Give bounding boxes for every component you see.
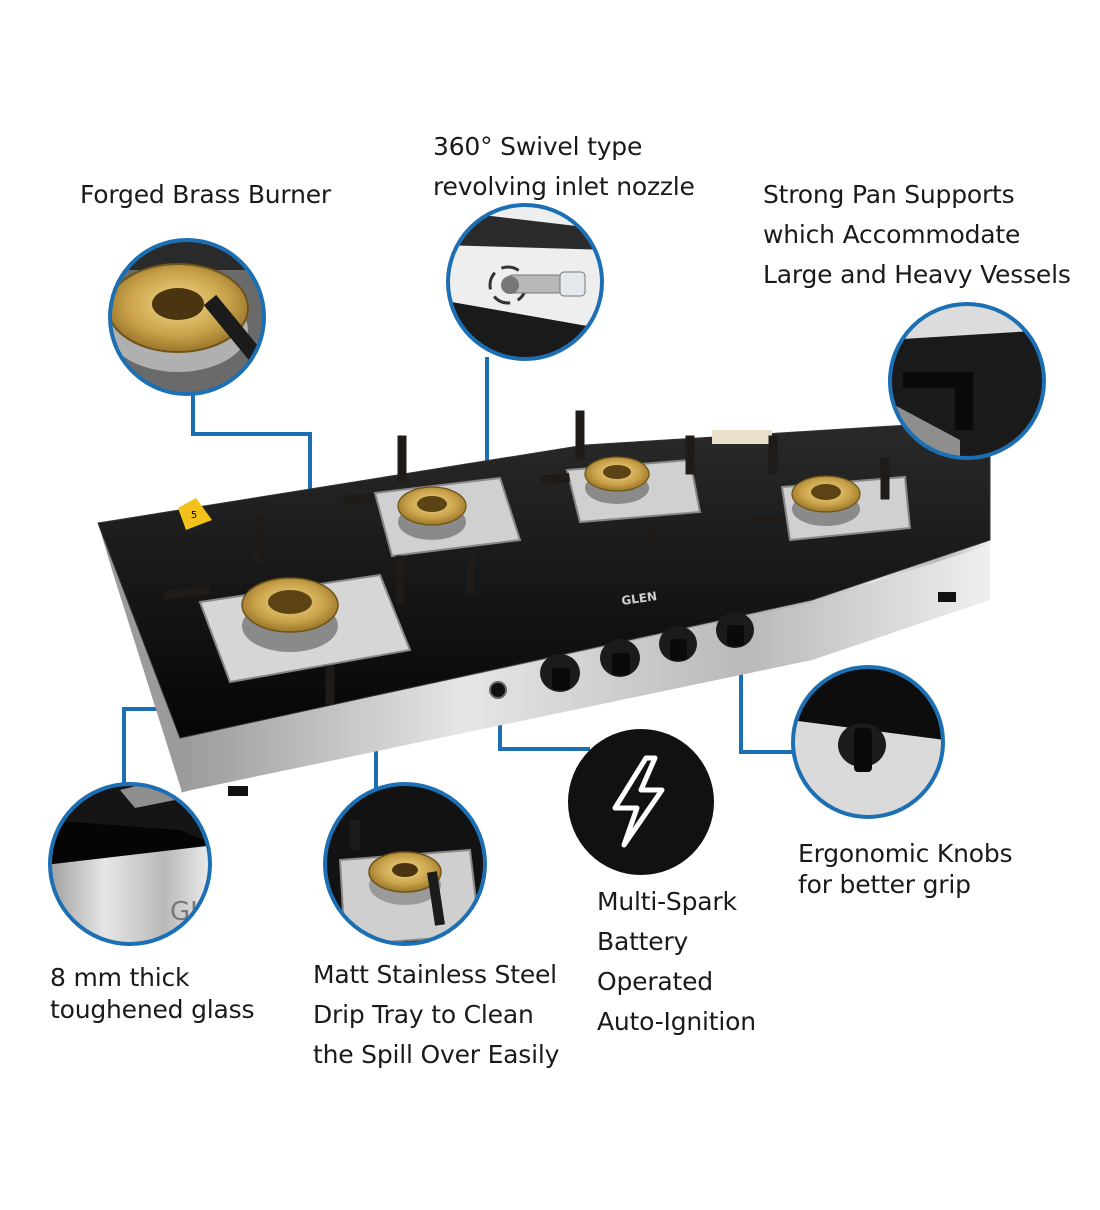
feature-label-line: which Accommodate xyxy=(763,220,1021,249)
pan-supports xyxy=(162,410,890,705)
knob-4 xyxy=(716,612,754,648)
feature-label-nozzle: 360° Swivel type revolving inlet nozzle xyxy=(433,127,695,207)
feature-label-line: Forged Brass Burner xyxy=(80,180,331,209)
feature-label-line: toughened glass xyxy=(50,995,255,1024)
feature-label-line: Auto-Ignition xyxy=(597,1007,756,1036)
feature-label-line: Large and Heavy Vessels xyxy=(763,260,1071,289)
feature-label-burner: Forged Brass Burner xyxy=(80,175,331,215)
feature-label-line: the Spill Over Easily xyxy=(313,1040,560,1069)
feature-label-pan-supports: Strong Pan Supports which Accommodate La… xyxy=(763,175,1071,295)
ignition-button xyxy=(489,681,507,699)
info-sticker xyxy=(712,430,772,444)
energy-rating-sticker xyxy=(178,498,212,530)
feature-label-line: for better grip xyxy=(798,870,971,899)
feature-label-line: Multi-Spark xyxy=(597,887,737,916)
feature-label-line: Matt Stainless Steel xyxy=(313,960,557,989)
drip-tray-closeup xyxy=(323,782,487,946)
feature-label-line: Drip Tray to Clean xyxy=(313,1000,534,1029)
feature-label-line: revolving inlet nozzle xyxy=(433,172,695,201)
feature-label-ignition: Multi-Spark Battery Operated Auto-Igniti… xyxy=(597,882,756,1042)
feature-label-line: Strong Pan Supports xyxy=(763,180,1015,209)
feature-label-line: 8 mm thick xyxy=(50,963,190,992)
feature-label-line: 360° Swivel type xyxy=(433,132,643,161)
knob-2 xyxy=(600,639,640,677)
knob-closeup xyxy=(791,665,945,819)
lightning-icon xyxy=(568,729,714,875)
feature-label-line: Battery xyxy=(597,927,689,956)
glass-edge-closeup: GL xyxy=(48,782,212,946)
feature-label-drip-tray: Matt Stainless Steel Drip Tray to Clean … xyxy=(313,955,559,1075)
feature-label-line: Operated xyxy=(597,967,713,996)
control-knobs xyxy=(489,612,754,699)
feature-label-glass: 8 mm thick toughened glass xyxy=(50,962,254,1026)
feature-label-knobs: Ergonomic Knobs for better grip xyxy=(798,838,1013,900)
swivel-nozzle-closeup xyxy=(446,203,604,361)
feature-label-line: Ergonomic Knobs xyxy=(798,839,1013,868)
burners xyxy=(241,456,861,652)
knob-3 xyxy=(659,626,697,662)
brass-burner-closeup xyxy=(108,238,266,396)
knob-1 xyxy=(540,654,580,692)
pan-support-closeup xyxy=(888,302,1046,460)
energy-rating-value: 5 xyxy=(191,510,197,521)
brand-logo: GLEN xyxy=(620,589,657,608)
